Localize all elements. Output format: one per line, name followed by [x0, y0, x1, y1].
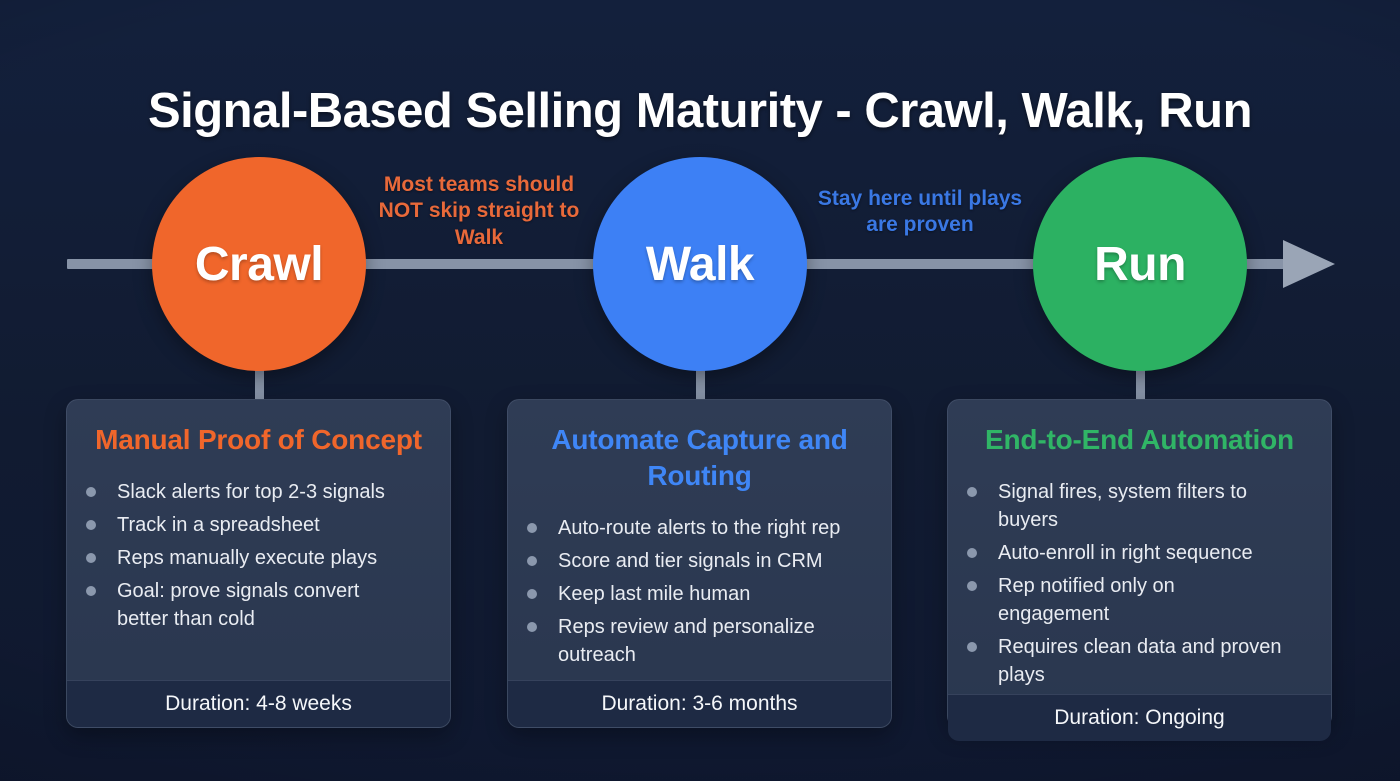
card-duration: Duration: 4-8 weeks [67, 680, 450, 727]
bullet-dot-icon [967, 580, 977, 591]
card-title: Automate Capture and Routing [551, 424, 848, 491]
bullet-dot-icon [86, 519, 96, 530]
card-duration: Duration: 3-6 months [508, 680, 891, 727]
stage-label-crawl: Crawl [194, 237, 324, 291]
stage-circle-crawl: Crawl [152, 157, 366, 371]
bullet-item: Score and tier signals in CRM [527, 547, 844, 575]
bullet-item: Keep last mile human [527, 580, 844, 608]
stage-label-walk: Walk [645, 237, 755, 291]
bullet-text: Requires clean data and proven plays [998, 635, 1282, 686]
bullet-dot-icon [967, 486, 977, 497]
bullet-text: Reps review and personalize outreach [558, 615, 815, 666]
card-title: Manual Proof of Concept [95, 424, 422, 455]
bullet-text: Rep notified only on engagement [998, 574, 1175, 625]
bullet-text: Slack alerts for top 2-3 signals [117, 480, 385, 503]
bullet-text: Score and tier signals in CRM [558, 549, 823, 572]
bullet-dot-icon [527, 588, 537, 599]
arrow-right-icon [1283, 240, 1335, 288]
bullet-text: Reps manually execute plays [117, 546, 378, 569]
stage-label-run: Run [1094, 237, 1186, 291]
card-duration: Duration: Ongoing [948, 693, 1331, 741]
bullet-item: Goal: prove signals convert better than … [86, 577, 403, 633]
annotation-crawl-to-walk: Most teams should NOT skip straight to W… [378, 173, 580, 249]
bullet-item: Signal fires, system filters to buyers [967, 478, 1284, 534]
bullet-item: Reps manually execute plays [86, 544, 403, 572]
stage-circle-run: Run [1033, 157, 1247, 371]
card-bullets: Slack alerts for top 2-3 signals Track i… [67, 478, 450, 680]
connector-run [1136, 368, 1145, 402]
bullet-text: Keep last mile human [558, 582, 751, 605]
bullet-text: Auto-route alerts to the right rep [558, 516, 841, 539]
card-title: End-to-End Automation [985, 424, 1294, 455]
card-bullets: Auto-route alerts to the right rep Score… [508, 514, 891, 680]
bullet-dot-icon [86, 585, 96, 596]
bullet-item: Auto-route alerts to the right rep [527, 514, 844, 542]
card-crawl: Manual Proof of Concept Slack alerts for… [66, 399, 451, 728]
bullet-dot-icon [967, 641, 977, 652]
card-bullets: Signal fires, system filters to buyers A… [948, 478, 1331, 694]
stage-circle-walk: Walk [593, 157, 807, 371]
bullet-dot-icon [527, 555, 537, 566]
card-run: End-to-End Automation Signal fires, syst… [947, 399, 1332, 741]
card-walk: Automate Capture and Routing Auto-route … [507, 399, 892, 728]
connector-walk [696, 368, 705, 402]
bullet-item: Track in a spreadsheet [86, 511, 403, 539]
bullet-item: Auto-enroll in right sequence [967, 539, 1284, 567]
bullet-dot-icon [86, 552, 96, 563]
connector-crawl [255, 368, 264, 402]
bullet-text: Track in a spreadsheet [117, 513, 320, 536]
bullet-dot-icon [527, 621, 537, 632]
bullet-dot-icon [967, 547, 977, 558]
bullet-text: Signal fires, system filters to buyers [998, 480, 1247, 531]
bullet-dot-icon [527, 522, 537, 533]
bullet-item: Reps review and personalize outreach [527, 613, 844, 669]
bullet-item: Rep notified only on engagement [967, 572, 1284, 628]
annotation-walk-to-run: Stay here until plays are proven [817, 187, 1023, 237]
bullet-dot-icon [86, 486, 96, 497]
bullet-text: Auto-enroll in right sequence [998, 541, 1253, 564]
page-title: Signal-Based Selling Maturity - Crawl, W… [147, 83, 1253, 138]
bullet-text: Goal: prove signals convert better than … [117, 579, 360, 630]
bullet-item: Requires clean data and proven plays [967, 633, 1284, 689]
bullet-item: Slack alerts for top 2-3 signals [86, 478, 403, 506]
